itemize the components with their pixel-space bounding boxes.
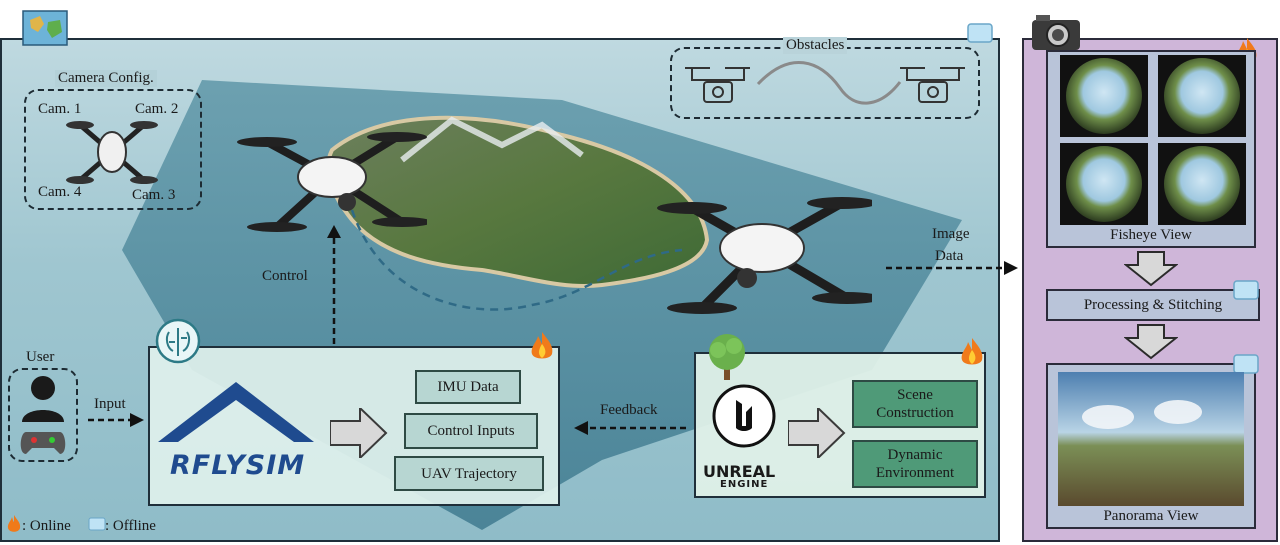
uav-drone-2-image	[657, 197, 872, 314]
offline-ice-icon	[967, 23, 993, 43]
camera-config-title: Camera Config.	[55, 70, 157, 87]
input-arrow	[88, 413, 144, 427]
legend-ice-icon	[88, 517, 106, 531]
quadcopter-icon	[66, 121, 158, 184]
down-arrow-2	[1124, 324, 1178, 360]
panorama-view-label: Panorama View	[1103, 508, 1199, 524]
processing-stitching-label: Processing & Stitching	[1083, 296, 1223, 313]
unreal-process-arrow	[788, 408, 846, 458]
rflysim-process-arrow	[330, 408, 388, 458]
dynamic-environment-box: Dynamic Environment	[852, 440, 978, 488]
online-fire-icon	[531, 332, 553, 359]
camera-config-box	[24, 89, 202, 210]
scene-construction-line1: Scene	[897, 387, 933, 403]
offline-ice-icon-panorama	[1233, 354, 1259, 374]
cam-1-label: Cam. 1	[38, 101, 82, 117]
control-inputs-box: Control Inputs	[404, 413, 538, 449]
image-data-label-1: Image	[932, 226, 970, 242]
processing-stitching-box: Processing & Stitching	[1046, 289, 1260, 321]
island	[326, 115, 710, 289]
panorama-image	[1058, 372, 1244, 506]
map-icon	[22, 10, 68, 46]
uav-trajectory-path	[350, 209, 683, 311]
drone-outline-icon-left	[685, 67, 750, 103]
obstacle-avoidance-illustration	[685, 60, 965, 105]
user-title: User	[26, 349, 55, 365]
unreal-logo-line2: ENGINE	[720, 479, 769, 490]
image-data-arrow	[886, 261, 1018, 275]
fisheye-view-label: Fisheye View	[1110, 227, 1192, 243]
input-label: Input	[94, 396, 126, 412]
camera-icon	[1032, 15, 1080, 50]
cam-2-label: Cam. 2	[135, 101, 179, 117]
unreal-engine-logo-mark	[712, 384, 776, 448]
legend-offline: : Offline	[105, 518, 156, 534]
legend-online: : Online	[22, 518, 71, 534]
obstacles-title: Obstacles	[783, 37, 848, 54]
offline-ice-icon-processing	[1233, 280, 1259, 300]
brain-icon	[155, 318, 201, 364]
rflysim-logo-text: RFLYSIM	[170, 450, 306, 481]
fisheye-images	[1060, 55, 1246, 225]
uav-trajectory-box: UAV Trajectory	[394, 456, 544, 491]
feedback-arrow	[574, 421, 686, 435]
uav-drone-1-image	[237, 132, 427, 232]
scene-construction-box: Scene Construction	[852, 380, 978, 428]
rflysim-logo-mark	[158, 382, 314, 442]
unreal-logo-line1: UNREAL	[703, 462, 776, 481]
cam-3-label: Cam. 3	[132, 187, 176, 203]
tree-icon	[709, 334, 745, 380]
control-arrow	[327, 225, 341, 344]
user-box	[8, 368, 78, 462]
imu-data-box: IMU Data	[415, 370, 521, 404]
image-data-label-2: Data	[935, 248, 964, 264]
drone-outline-icon-right	[900, 67, 965, 103]
cam-4-label: Cam. 4	[38, 184, 82, 200]
online-fire-icon-unreal	[961, 338, 983, 365]
dynamic-environment-line2: Environment	[875, 465, 955, 481]
dynamic-environment-line1: Dynamic	[887, 447, 943, 463]
scene-construction-line2: Construction	[876, 405, 954, 421]
control-label: Control	[262, 268, 308, 284]
feedback-label: Feedback	[600, 402, 658, 418]
down-arrow-1	[1124, 251, 1178, 287]
legend-fire-icon	[7, 515, 21, 532]
user-gamepad-icon	[20, 376, 66, 454]
avoidance-curve	[756, 60, 902, 105]
snow-peaks	[400, 116, 584, 163]
